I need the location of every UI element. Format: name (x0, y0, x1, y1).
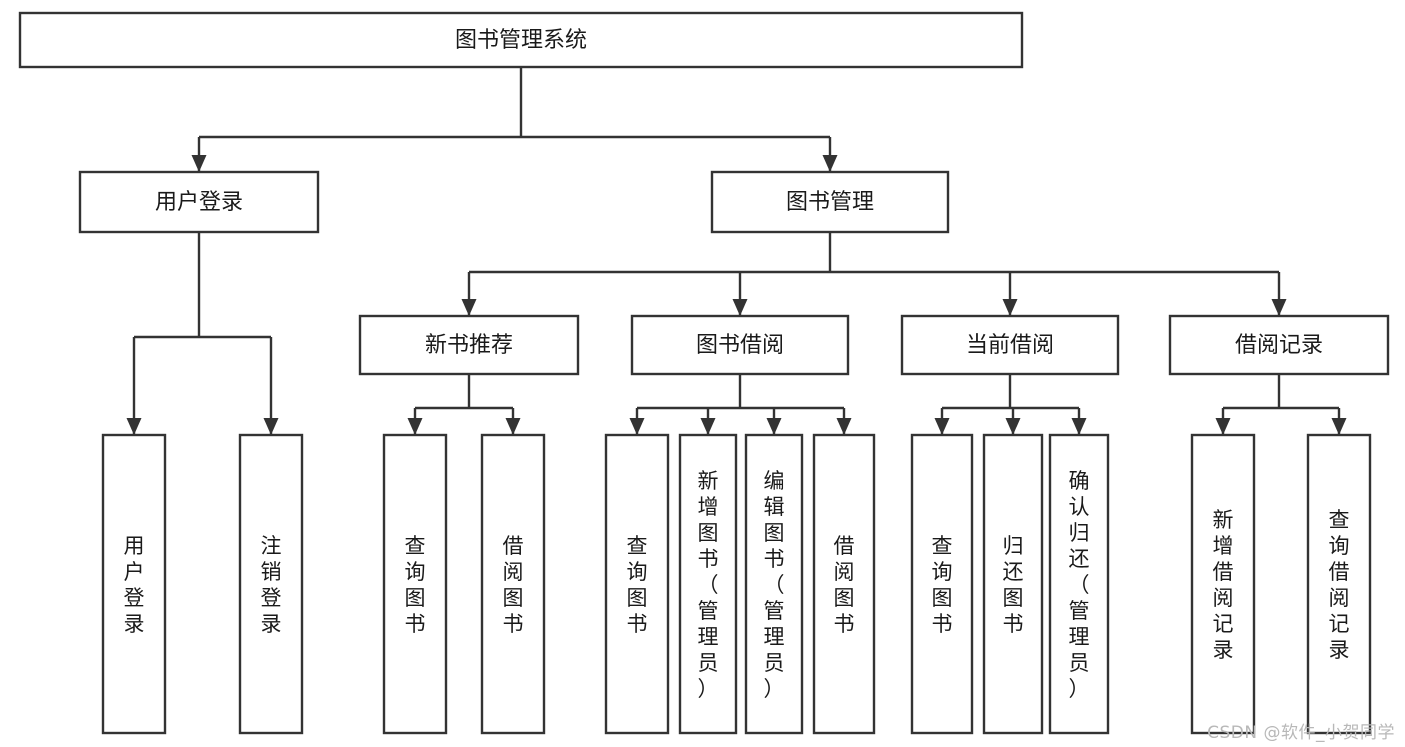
node-label-leaf-return-book: 归还图书 (1003, 534, 1024, 636)
node-box-leaf-query-book-rec[interactable] (382, 433, 448, 735)
node-box-leaf-add-borrow-record[interactable] (1190, 433, 1256, 735)
node-label-new-book-recommend: 新书推荐 (425, 333, 513, 358)
node-leaf-add-borrow-record[interactable]: 新增借阅记录 (1190, 433, 1256, 735)
node-leaf-query-borrow-record[interactable]: 查询借阅记录 (1306, 433, 1372, 735)
node-label-leaf-borrow-book-rec: 借阅图书 (503, 534, 524, 636)
node-box-leaf-query-borrow-record[interactable] (1306, 433, 1372, 735)
connector-borrow-record (1215, 374, 1347, 435)
arrow-head-icon (629, 418, 645, 435)
node-box-root[interactable] (18, 11, 1024, 69)
node-leaf-user-login[interactable]: 用户登录 (101, 433, 167, 735)
arrow-head-icon (461, 299, 477, 316)
arrow-head-icon (732, 299, 748, 316)
node-box-leaf-borrow-book[interactable] (812, 433, 876, 735)
node-leaf-logout[interactable]: 注销登录 (238, 433, 304, 735)
node-root[interactable]: 图书管理系统 (18, 11, 1024, 69)
arrow-head-icon (1271, 299, 1287, 316)
node-leaf-query-book-current[interactable]: 查询图书 (910, 433, 974, 735)
node-label-leaf-edit-book-admin: 编辑图书（管理员） (764, 469, 785, 701)
node-box-leaf-add-book-admin[interactable] (678, 433, 738, 735)
node-label-user-login: 用户登录 (155, 190, 243, 215)
node-box-leaf-query-book-current[interactable] (910, 433, 974, 735)
node-box-current-borrow[interactable] (900, 314, 1120, 376)
node-borrow-record[interactable]: 借阅记录 (1168, 314, 1390, 376)
node-book-borrow[interactable]: 图书借阅 (630, 314, 850, 376)
node-label-leaf-add-book-admin: 新增图书（管理员） (698, 469, 719, 701)
arrow-head-icon (836, 418, 852, 435)
connector-current-borrow (934, 374, 1087, 435)
arrow-head-icon (700, 418, 716, 435)
node-new-book-recommend[interactable]: 新书推荐 (358, 314, 580, 376)
node-label-current-borrow: 当前借阅 (966, 333, 1054, 358)
node-label-borrow-record: 借阅记录 (1235, 333, 1323, 358)
nodes-layer: 图书管理系统用户登录图书管理新书推荐图书借阅当前借阅借阅记录用户登录注销登录查询… (18, 11, 1390, 735)
connector-root (191, 67, 838, 172)
node-leaf-return-book[interactable]: 归还图书 (982, 433, 1044, 735)
node-label-leaf-query-borrow-record: 查询借阅记录 (1329, 508, 1350, 662)
arrow-head-icon (1331, 418, 1347, 435)
node-label-leaf-query-book-borrow: 查询图书 (627, 534, 648, 636)
node-box-user-login[interactable] (78, 170, 320, 234)
connector-book-borrow (629, 374, 852, 435)
node-leaf-query-book-rec[interactable]: 查询图书 (382, 433, 448, 735)
node-box-book-manage[interactable] (710, 170, 950, 234)
watermark-text: CSDN @软件_小贺同学 (1207, 723, 1395, 743)
node-label-leaf-user-login: 用户登录 (124, 534, 145, 636)
node-book-manage[interactable]: 图书管理 (710, 170, 950, 234)
node-label-leaf-confirm-return-admin: 确认归还（管理员） (1069, 469, 1090, 701)
node-leaf-confirm-return-admin[interactable]: 确认归还（管理员） (1048, 433, 1110, 735)
arrow-head-icon (1071, 418, 1087, 435)
node-box-leaf-logout[interactable] (238, 433, 304, 735)
node-box-leaf-return-book[interactable] (982, 433, 1044, 735)
node-label-leaf-query-book-current: 查询图书 (932, 534, 953, 636)
arrow-head-icon (263, 418, 279, 435)
node-leaf-edit-book-admin[interactable]: 编辑图书（管理员） (744, 433, 804, 735)
node-box-new-book-recommend[interactable] (358, 314, 580, 376)
node-current-borrow[interactable]: 当前借阅 (900, 314, 1120, 376)
node-box-leaf-edit-book-admin[interactable] (744, 433, 804, 735)
arrow-head-icon (505, 418, 521, 435)
connector-new-book-recommend (407, 374, 521, 435)
arrow-head-icon (822, 155, 838, 172)
node-box-leaf-user-login[interactable] (101, 433, 167, 735)
node-label-leaf-borrow-book: 借阅图书 (834, 534, 855, 636)
arrow-head-icon (766, 418, 782, 435)
arrow-head-icon (126, 418, 142, 435)
node-box-borrow-record[interactable] (1168, 314, 1390, 376)
connector-book-manage (461, 232, 1287, 316)
node-leaf-add-book-admin[interactable]: 新增图书（管理员） (678, 433, 738, 735)
arrow-head-icon (934, 418, 950, 435)
connectors-layer (126, 67, 1347, 435)
arrow-head-icon (407, 418, 423, 435)
node-leaf-query-book-borrow[interactable]: 查询图书 (604, 433, 670, 735)
node-label-book-borrow: 图书借阅 (696, 333, 784, 358)
node-leaf-borrow-book-rec[interactable]: 借阅图书 (480, 433, 546, 735)
node-leaf-borrow-book[interactable]: 借阅图书 (812, 433, 876, 735)
arrow-head-icon (1005, 418, 1021, 435)
node-label-root: 图书管理系统 (455, 28, 587, 53)
node-label-book-manage: 图书管理 (786, 190, 874, 215)
node-label-leaf-logout: 注销登录 (261, 534, 282, 636)
connector-user-login (126, 232, 279, 435)
arrow-head-icon (191, 155, 207, 172)
arrow-head-icon (1002, 299, 1018, 316)
node-user-login[interactable]: 用户登录 (78, 170, 320, 234)
node-box-book-borrow[interactable] (630, 314, 850, 376)
node-label-leaf-add-borrow-record: 新增借阅记录 (1213, 508, 1234, 662)
node-box-leaf-borrow-book-rec[interactable] (480, 433, 546, 735)
arrow-head-icon (1215, 418, 1231, 435)
node-box-leaf-query-book-borrow[interactable] (604, 433, 670, 735)
node-box-leaf-confirm-return-admin[interactable] (1048, 433, 1110, 735)
node-label-leaf-query-book-rec: 查询图书 (405, 534, 426, 636)
